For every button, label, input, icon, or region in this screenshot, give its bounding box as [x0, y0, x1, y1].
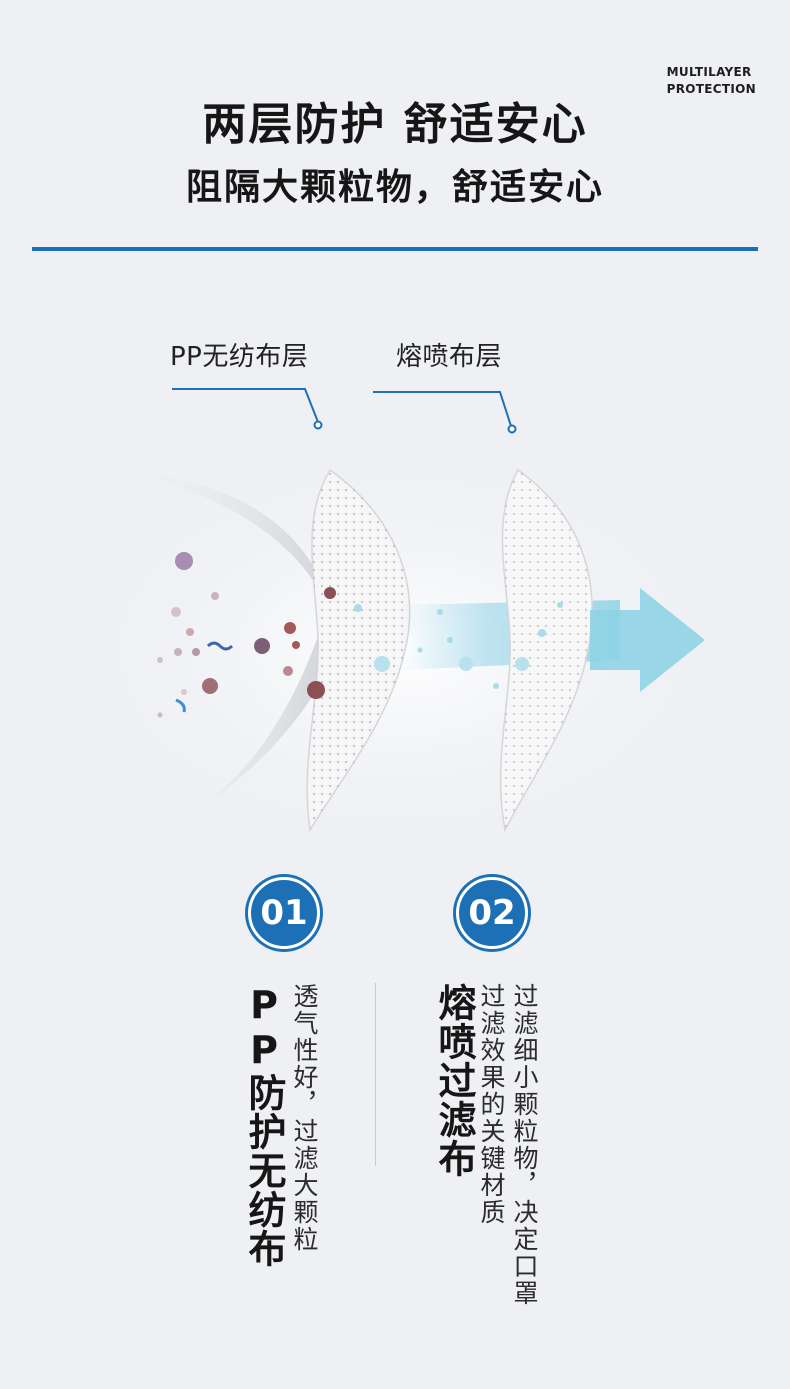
- feature-divider: [375, 983, 376, 1166]
- feature-1-title: PP防护无纺布: [242, 983, 286, 1268]
- header-divider: [32, 247, 758, 251]
- tag-line-2: PROTECTION: [666, 82, 756, 96]
- meltblown-layer-pointer: [373, 391, 517, 434]
- airflow-arrow-icon: [590, 588, 705, 692]
- feature-2-badge: 02: [456, 877, 528, 949]
- clean-droplets: [354, 602, 563, 689]
- multilayer-tag: MULTILAYER PROTECTION: [667, 64, 756, 98]
- page-subtitle: 阻隔大颗粒物，舒适安心: [185, 167, 604, 208]
- feature-1-desc: 透气性好，过滤大颗粒: [290, 983, 319, 1253]
- tag-line-1: MULTILAYER: [666, 65, 752, 79]
- page-title: 两层防护 舒适安心: [202, 99, 588, 150]
- feature-1-badge: 01: [248, 877, 320, 949]
- feature-2-desc-line-1: 过滤细小颗粒物，决定口罩: [510, 983, 539, 1307]
- pp-layer-pointer: [172, 388, 323, 430]
- feature-2-desc-line-2: 过滤效果的关键材质: [477, 983, 506, 1226]
- pp-layer-sheet: [306, 468, 411, 833]
- meltblown-layer-label: 熔喷布层: [396, 342, 503, 372]
- feature-2-title: 熔喷过滤布: [432, 983, 476, 1178]
- meltblown-layer-sheet: [499, 468, 593, 833]
- pp-layer-label: PP无纺布层: [170, 342, 309, 372]
- filtration-diagram: [40, 388, 760, 860]
- dirty-particles: [157, 552, 336, 718]
